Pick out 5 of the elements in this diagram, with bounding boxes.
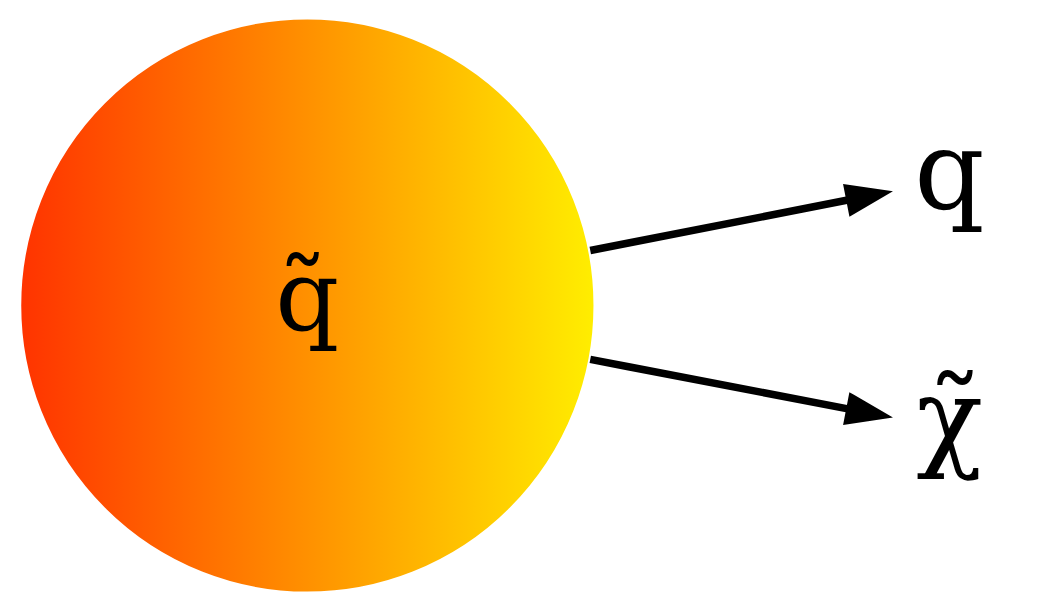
node-text: χ̃ — [916, 353, 983, 482]
arrow — [589, 355, 893, 425]
node-text: q — [914, 106, 985, 235]
arrow — [589, 183, 893, 255]
node-circle: q̃ — [18, 16, 596, 595]
